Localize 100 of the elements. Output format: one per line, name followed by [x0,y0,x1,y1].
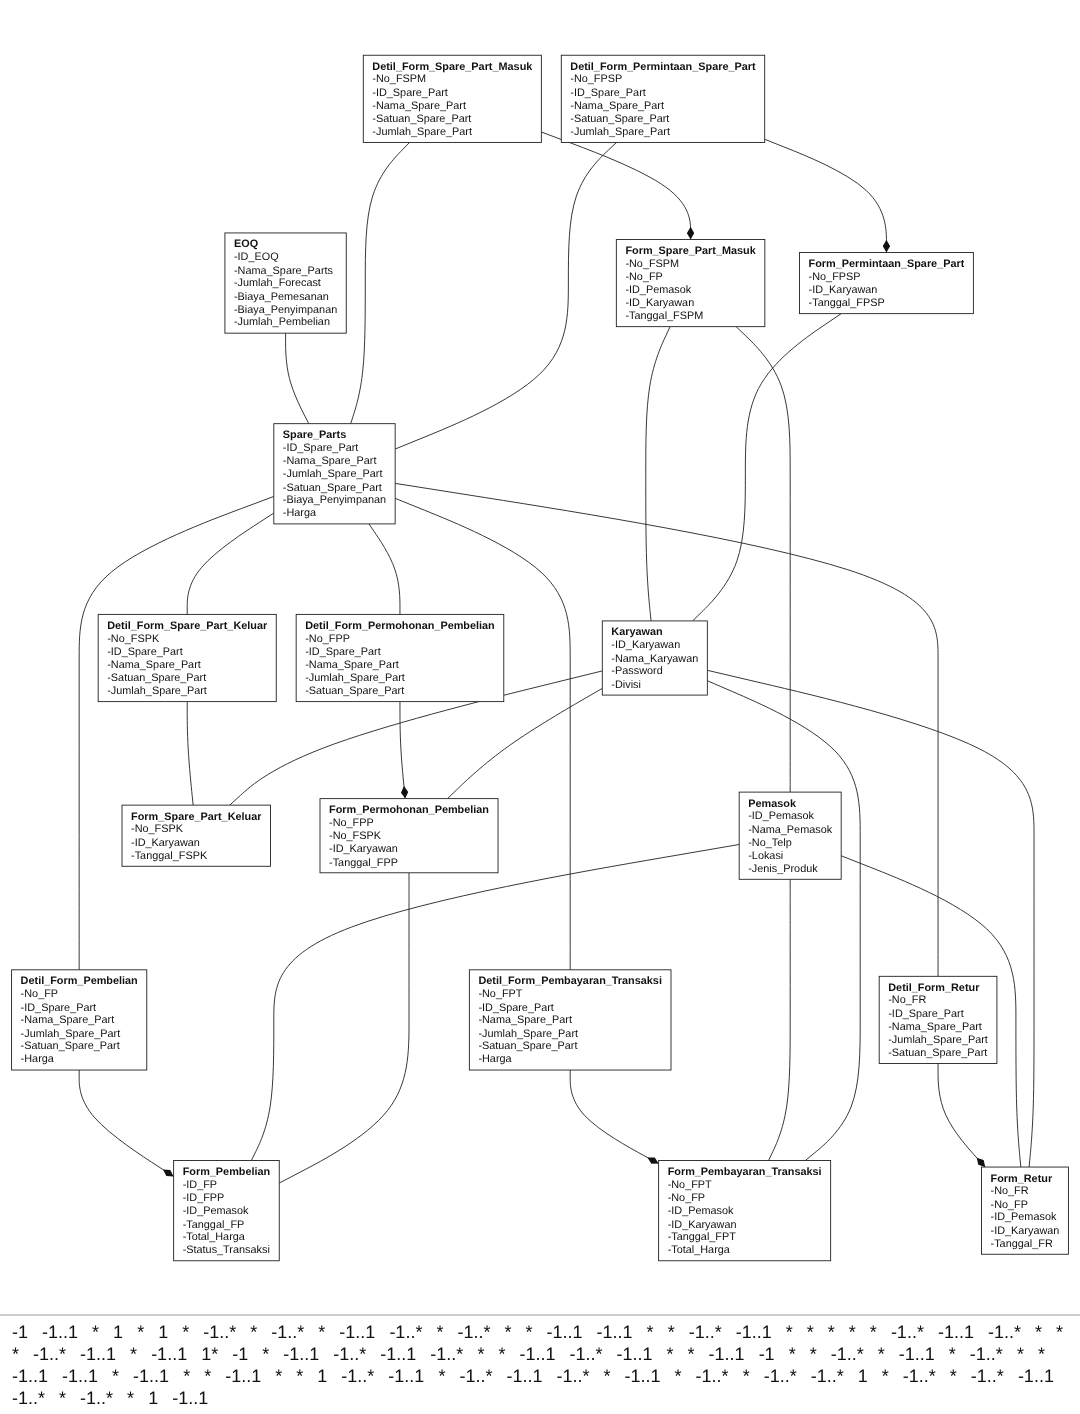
connector [692,312,842,621]
multiplicity-label: 1 [317,1366,328,1386]
connector [768,877,791,1160]
multiplicity-label: -1..* [341,1366,375,1386]
multiplicity-label: * [1016,1344,1024,1364]
connector [394,481,939,976]
multiplicity-label: -1..* [556,1366,590,1386]
multiplicity-label: -1..1 [624,1366,661,1386]
multiplicity-label: -1..1 [133,1366,170,1386]
multiplicity-label: 1 [857,1366,868,1386]
multiplicity-label: -1..* [810,1366,844,1386]
multiplicity-label: * [438,1366,446,1386]
multiplicity-label: * [666,1344,674,1364]
connector [394,141,617,449]
multiplicity-label: -1..* [333,1344,367,1364]
multiplicity-label: -1 [12,1322,29,1342]
multiplicity-label: -1..* [902,1366,936,1386]
multiplicity-label: -1..1 [616,1344,653,1364]
multiplicity-label: -1..* [203,1322,237,1342]
multiplicity-label: -1..* [970,1366,1004,1386]
multiplicity-label: -1..* [890,1322,924,1342]
multiplicity-label: * [603,1366,611,1386]
multiplicity-label: * [881,1366,889,1386]
multiplicity-label: * [262,1344,270,1364]
multiplicity-label: * [1056,1322,1064,1342]
multiplicity-label: -1..1 [898,1344,935,1364]
multiplicity-label: * [477,1344,485,1364]
multiplicity-label: * [674,1366,682,1386]
multiplicity-label: -1..1 [283,1344,320,1364]
connector [706,679,861,1160]
multiplicity-label: -1..1 [506,1366,543,1386]
multiplicity-label: -1..* [987,1322,1021,1342]
connector [447,686,603,799]
multiplicity-label: * [687,1344,695,1364]
multiplicity-label: -1..* [271,1322,305,1342]
multiplicity-label: * [112,1366,120,1386]
multiplicity-label: * [92,1322,100,1342]
multiplicity-label: -1..* [695,1366,729,1386]
multiplicity-label: -1 [232,1344,249,1364]
multiplicity-label: * [948,1344,956,1364]
connector [735,325,791,792]
multiplicity-label: -1..* [969,1344,1003,1364]
multiplicity-label: * [504,1322,512,1342]
multiplicity-label: * [204,1366,212,1386]
multiplicity-label: * [1037,1344,1045,1364]
connector [186,511,275,614]
multiplicity-label: -1..* [569,1344,603,1364]
multiplicity-label: * [137,1322,145,1342]
multiplicity-label: -1..* [389,1322,423,1342]
multiplicity-label: * [646,1322,654,1342]
connector [250,843,740,1160]
multiplicity-label: * [949,1366,957,1386]
multiplicity-label: -1..1 [1017,1366,1054,1386]
multiplicity-label: -1..1 [225,1366,262,1386]
multiplicity-label: -1..1 [42,1322,79,1342]
multiplicity-label: * [827,1322,835,1342]
multiplicity-label: * [250,1322,258,1342]
multiplicity-label: * [667,1322,675,1342]
multiplicity-label: * [806,1322,814,1342]
multiplicity-label: -1..1 [339,1322,376,1342]
multiplicity-label: -1..* [33,1344,67,1364]
multiplicity-label: 1 [158,1322,169,1342]
multiplicity-label: -1..1 [596,1322,633,1342]
multiplicity-label: -1..1 [62,1366,99,1386]
multiplicity-label: -1..* [763,1366,797,1386]
multiplicity-label: 1 [113,1322,124,1342]
multiplicity-label: -1..1 [735,1322,772,1342]
multiplicity-label: -1..* [12,1388,46,1408]
multiplicity-label: -1..1 [708,1344,745,1364]
multiplicity-label: -1..* [80,1388,114,1408]
multiplicity-label: * [809,1344,817,1364]
connector [394,496,571,970]
multiplicity-label: -1..1 [151,1344,188,1364]
multiplicity-label: -1..* [457,1322,491,1342]
connector [368,522,401,614]
multiplicity-label: 1* [201,1344,219,1364]
multiplicity-label: * [1034,1322,1042,1342]
multiplicity-label: * [742,1366,750,1386]
multiplicity-label: * [296,1366,304,1386]
multiplicity-label: * [788,1344,796,1364]
multiplicity-label: -1..* [430,1344,464,1364]
multiplicity-label: * [275,1366,283,1386]
connector [645,325,671,621]
multiplicity-label: * [318,1322,326,1342]
multiplicity-label: * [59,1388,67,1408]
connector [186,700,194,805]
multiplicity-label: -1..1 [546,1322,583,1342]
multiplicity-label: -1..1 [80,1344,117,1364]
multiplicity-label: * [525,1322,533,1342]
multiplicity-label: * [130,1344,138,1364]
multiplicity-label: -1..* [830,1344,864,1364]
multiplicity-label: * [127,1388,135,1408]
multiplicity-label: -1..1 [937,1322,974,1342]
multiplicity-label: -1..1 [12,1366,49,1386]
multiplicity-label: * [498,1344,506,1364]
multiplicity-label: -1..1 [172,1388,209,1408]
multiplicity-label: * [877,1344,885,1364]
multiplicity-label: -1..* [688,1322,722,1342]
multiplicity-label: -1 [758,1344,775,1364]
connector [278,871,410,1183]
